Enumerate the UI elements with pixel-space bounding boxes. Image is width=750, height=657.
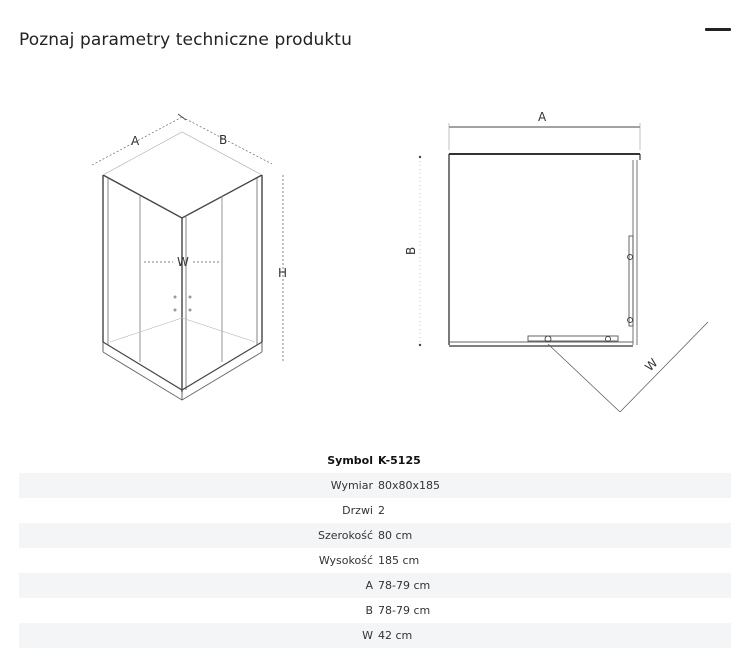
- spec-value: 78-79 cm: [378, 579, 431, 592]
- plan-label-w: W: [642, 356, 660, 374]
- spec-value: 78-79 cm: [378, 604, 431, 617]
- spec-row-drzwi: Drzwi 2: [19, 498, 731, 523]
- iso-label-h: H: [278, 266, 287, 280]
- spec-key: Symbol: [327, 454, 373, 467]
- spec-key: Drzwi: [342, 504, 373, 517]
- spec-row-wymiar: Wymiar 80x80x185: [19, 473, 731, 498]
- iso-label-b: B: [219, 133, 227, 147]
- spec-key: W: [362, 629, 373, 642]
- plan-view: [418, 123, 709, 413]
- collapse-icon[interactable]: [705, 28, 731, 31]
- technical-drawing: A B W H A B W: [91, 110, 709, 413]
- isometric-view: [91, 113, 284, 401]
- plan-label-b: B: [404, 247, 418, 255]
- spec-key: A: [365, 579, 373, 592]
- spec-key: B: [365, 604, 373, 617]
- spec-value: 80 cm: [378, 529, 413, 542]
- spec-value: 185 cm: [378, 554, 420, 567]
- spec-key: Szerokość: [317, 529, 373, 542]
- spec-row-a: A 78-79 cm: [19, 573, 731, 598]
- spec-table: Symbol K-5125 Wymiar 80x80x185 Drzwi 2 S…: [19, 448, 731, 648]
- spec-row-symbol: Symbol K-5125: [19, 448, 731, 473]
- spec-row-wysokosc: Wysokość 185 cm: [19, 548, 731, 573]
- spec-row-szerokosc: Szerokość 80 cm: [19, 523, 731, 548]
- page-title: Poznaj parametry techniczne produktu: [19, 30, 352, 50]
- spec-row-b: B 78-79 cm: [19, 598, 731, 623]
- iso-label-a: A: [131, 134, 140, 148]
- spec-key: Wymiar: [330, 479, 373, 492]
- spec-key: Wysokość: [318, 554, 373, 567]
- spec-value: K-5125: [378, 454, 421, 467]
- spec-value: 80x80x185: [378, 479, 441, 492]
- iso-dimension-lines: [91, 116, 273, 166]
- spec-row-w: W 42 cm: [19, 623, 731, 648]
- iso-label-w: W: [177, 255, 189, 269]
- spec-value: 2: [378, 504, 385, 517]
- plan-label-a: A: [538, 110, 547, 124]
- spec-value: 42 cm: [378, 629, 413, 642]
